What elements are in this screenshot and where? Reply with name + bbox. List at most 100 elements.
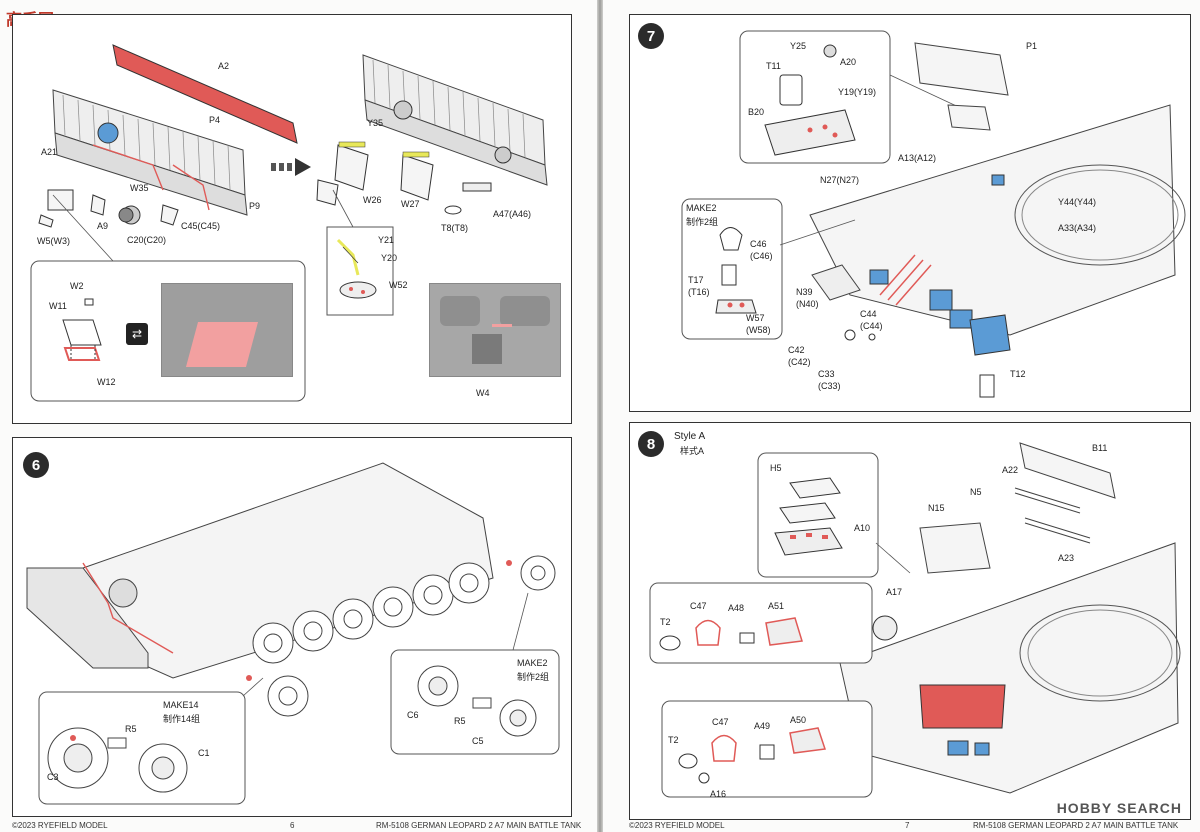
- label-t8: T8(T8): [441, 223, 468, 233]
- label-make14: MAKE14: [163, 700, 199, 710]
- label-a10: A10: [854, 523, 871, 533]
- label-make14-cn: 制作14组: [163, 714, 201, 724]
- label-c46-alt: (C46): [750, 251, 773, 261]
- label-w57: W57: [746, 313, 765, 323]
- step7-drawing: [681, 30, 1186, 398]
- step8-drawing: [649, 442, 1181, 798]
- step6-panel: 6: [12, 437, 572, 817]
- label-n40: (N40): [796, 299, 819, 309]
- label-c46: C46: [750, 239, 767, 249]
- label-a16: A16: [710, 789, 727, 799]
- label-a21: A21: [41, 147, 58, 157]
- right-footer-title: RM-5108 GERMAN LEOPARD 2 A7 MAIN BATTLE …: [973, 821, 1179, 830]
- label-c33: C33: [818, 369, 835, 379]
- step6-drawing: [26, 462, 560, 805]
- label-a9: A9: [97, 221, 109, 231]
- label-b11: B11: [1092, 443, 1108, 453]
- label-c6: C6: [407, 710, 419, 720]
- step8-panel: 8 Style A 样式A: [629, 422, 1191, 820]
- label-make2: MAKE2: [517, 658, 548, 668]
- label-a20: A20: [840, 57, 857, 67]
- label-a17: A17: [886, 587, 903, 597]
- label-y25: Y25: [790, 41, 807, 51]
- label-style-a-cn: 样式A: [680, 446, 705, 456]
- label-w35: W35: [130, 183, 149, 193]
- label-make2-7: MAKE2: [686, 203, 717, 213]
- label-c47-b: C47: [712, 717, 729, 727]
- step7-badge: 7: [638, 23, 664, 49]
- label-r5: R5: [125, 724, 137, 734]
- label-a22: A22: [1002, 465, 1019, 475]
- label-y44: Y44(Y44): [1058, 197, 1097, 207]
- step8-badge: 8: [638, 431, 664, 457]
- label-b20: B20: [748, 107, 765, 117]
- label-a33: A33(A34): [1058, 223, 1097, 233]
- label-t11: T11: [766, 61, 781, 71]
- label-w26: W26: [363, 195, 382, 205]
- left-footer-copyright: ©2023 RYEFIELD MODEL: [12, 821, 108, 830]
- label-a50: A50: [790, 715, 807, 725]
- label-p1: P1: [1026, 41, 1038, 51]
- label-t16: (T16): [688, 287, 710, 297]
- label-c44: C44: [860, 309, 877, 319]
- label-r5-b: R5: [454, 716, 466, 726]
- left-page-number: 6: [290, 821, 295, 830]
- label-c47-a: C47: [690, 601, 707, 611]
- reference-photo-2: [429, 283, 561, 377]
- label-w4: W4: [476, 388, 490, 398]
- label-c44-alt: (C44): [860, 321, 883, 331]
- label-c3: C3: [47, 772, 59, 782]
- label-c45: C45(C45): [181, 221, 221, 231]
- label-n27: N27(N27): [820, 175, 860, 185]
- fan-part-blue: [97, 122, 119, 144]
- label-a13: A13(A12): [898, 153, 937, 163]
- label-a48: A48: [728, 603, 745, 613]
- label-y35: Y35: [367, 118, 384, 128]
- label-t2-a: T2: [660, 617, 671, 627]
- label-y19: Y19(Y19): [838, 87, 877, 97]
- label-a2: A2: [218, 61, 230, 71]
- label-y20: Y20: [381, 253, 398, 263]
- part-red-panel: [919, 684, 1006, 729]
- hobby-search-watermark: HOBBY SEARCH: [1056, 800, 1182, 816]
- label-make2-cn: 制作2组: [517, 672, 550, 682]
- label-a51: A51: [768, 601, 785, 611]
- right-page: 7: [603, 0, 1200, 832]
- label-w5: W5(W3): [37, 236, 70, 246]
- label-a23: A23: [1058, 553, 1075, 563]
- label-a47: A47(A46): [493, 209, 532, 219]
- hull-top-8: [839, 542, 1179, 794]
- label-n39: N39: [796, 287, 813, 297]
- label-c33-alt: (C33): [818, 381, 841, 391]
- label-w2: W2: [70, 281, 84, 291]
- label-n5: N5: [970, 487, 982, 497]
- reference-photo-1: [161, 283, 293, 377]
- label-h5: H5: [770, 463, 782, 473]
- step6-badge: 6: [23, 452, 49, 478]
- part-a2-highlight: [112, 44, 298, 144]
- label-make2-7-cn: 制作2组: [686, 217, 719, 227]
- step7-panel: 7: [629, 14, 1191, 412]
- label-t17: T17: [688, 275, 704, 285]
- left-footer-title: RM-5108 GERMAN LEOPARD 2 A7 MAIN BATTLE …: [376, 821, 582, 830]
- swap-arrow-icon: ⇄: [126, 323, 148, 345]
- label-style-a: Style A: [674, 431, 706, 442]
- label-c42-alt: (C42): [788, 357, 811, 367]
- label-w58: (W58): [746, 325, 771, 335]
- label-n15: N15: [928, 503, 945, 513]
- label-w52: W52: [389, 280, 408, 290]
- label-c42: C42: [788, 345, 805, 355]
- label-w27: W27: [401, 199, 420, 209]
- label-p4: P4: [209, 115, 221, 125]
- label-w12: W12: [97, 377, 116, 387]
- left-page: 高手网: [0, 0, 597, 832]
- right-page-number: 7: [905, 821, 910, 830]
- label-c1: C1: [198, 748, 210, 758]
- label-c5: C5: [472, 736, 484, 746]
- direction-arrow: [271, 158, 311, 176]
- label-p9: P9: [249, 201, 261, 211]
- label-t12: T12: [1010, 369, 1026, 379]
- label-t2-b: T2: [668, 735, 679, 745]
- label-w11: W11: [49, 301, 67, 311]
- label-y21: Y21: [378, 235, 395, 245]
